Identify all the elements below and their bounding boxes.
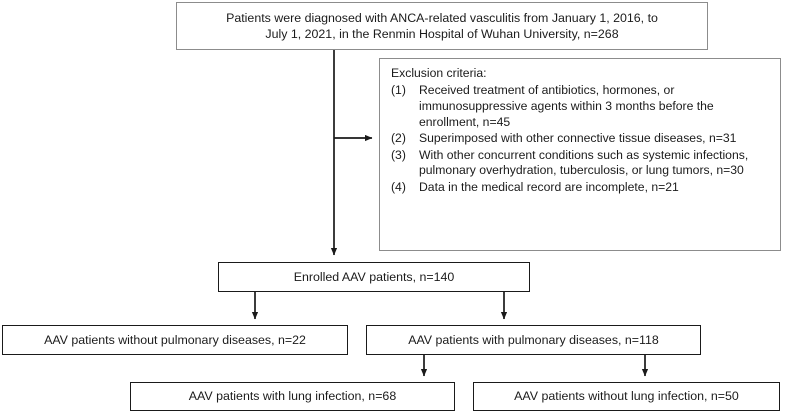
exclusion-item: (4) Data in the medical record are incom… bbox=[391, 180, 771, 196]
exclusion-item-marker: (3) bbox=[391, 147, 406, 162]
node-with-lung-infection: AAV patients with lung infection, n=68 bbox=[130, 382, 455, 411]
exclusion-item-marker: (4) bbox=[391, 179, 406, 194]
exclusion-item-text: Data in the medical record are incomplet… bbox=[419, 179, 679, 194]
exclusion-item: (2) Superimposed with other connective t… bbox=[391, 131, 771, 147]
node-without-lung-infection: AAV patients without lung infection, n=5… bbox=[473, 382, 780, 411]
without-lung-infection-label: AAV patients without lung infection, n=5… bbox=[514, 389, 739, 404]
exclusion-item-text: Received treatment of antibiotics, hormo… bbox=[419, 82, 714, 129]
exclusion-item-text: With other concurrent conditions such as… bbox=[419, 147, 749, 178]
node-exclusion-criteria: Exclusion criteria: (1) Received treatme… bbox=[379, 58, 781, 251]
node-without-pulmonary-diseases: AAV patients without pulmonary diseases,… bbox=[2, 325, 348, 355]
exclusion-item: (1) Received treatment of antibiotics, h… bbox=[391, 83, 771, 131]
enrolled-label: Enrolled AAV patients, n=140 bbox=[293, 269, 455, 284]
exclusion-item-marker: (2) bbox=[391, 131, 406, 146]
exclusion-item-text: Superimposed with other connective tissu… bbox=[419, 131, 737, 146]
exclusion-heading: Exclusion criteria: bbox=[391, 66, 487, 80]
source-line-2: July 1, 2021, in the Renmin Hospital of … bbox=[265, 27, 619, 41]
exclusion-criteria-list: (1) Received treatment of antibiotics, h… bbox=[389, 83, 771, 196]
with-pulmonary-label: AAV patients with pulmonary diseases, n=… bbox=[408, 332, 659, 347]
without-pulmonary-label: AAV patients without pulmonary diseases,… bbox=[44, 332, 306, 347]
exclusion-item: (3) With other concurrent conditions suc… bbox=[391, 148, 771, 180]
node-with-pulmonary-diseases: AAV patients with pulmonary diseases, n=… bbox=[366, 325, 701, 355]
exclusion-item-marker: (1) bbox=[391, 82, 406, 97]
node-enrolled-patients: Enrolled AAV patients, n=140 bbox=[218, 262, 530, 292]
with-lung-infection-label: AAV patients with lung infection, n=68 bbox=[188, 389, 397, 404]
node-source-population: Patients were diagnosed with ANCA-relate… bbox=[176, 2, 708, 50]
source-line-1: Patients were diagnosed with ANCA-relate… bbox=[226, 10, 658, 25]
